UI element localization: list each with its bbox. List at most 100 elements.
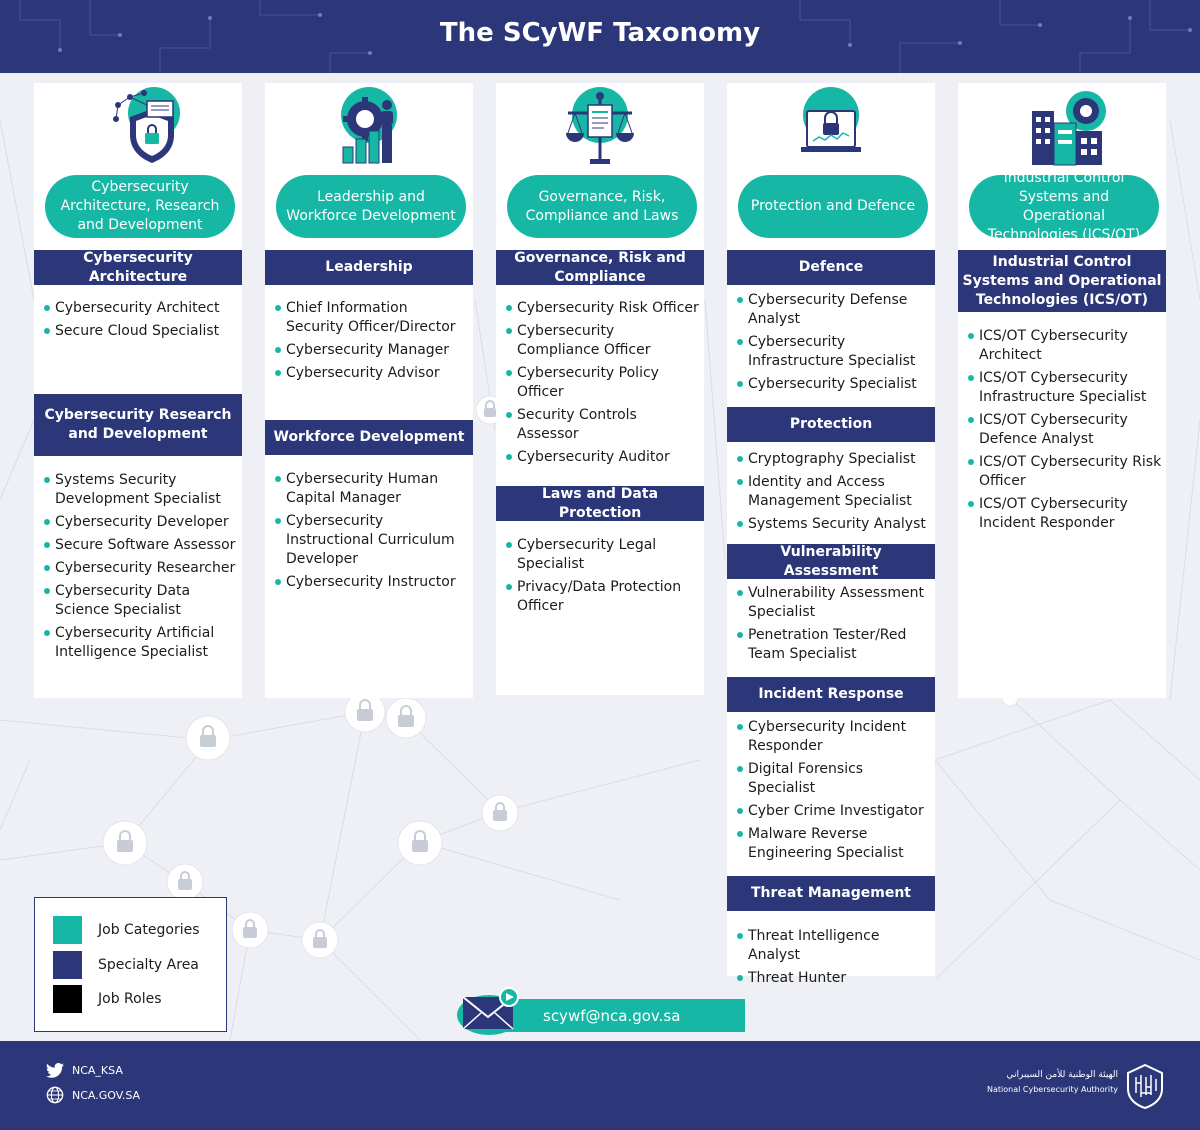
specialty-area-header: Defence — [727, 250, 935, 285]
job-role: Cybersecurity Artificial Intelligence Sp… — [34, 624, 242, 662]
job-role: Secure Cloud Specialist — [34, 322, 242, 341]
job-roles-list: Cryptography Specialist Identity and Acc… — [727, 450, 935, 538]
nca-logo-icon — [1127, 1063, 1163, 1109]
job-role: Identity and Access Management Specialis… — [727, 473, 935, 511]
job-role: Threat Intelligence Analyst — [727, 927, 935, 965]
monitor-lock-icon — [801, 87, 861, 152]
twitter-link[interactable]: NCA_KSA — [46, 1063, 123, 1078]
column-leadership-workforce: Leadership and Workforce Development Lea… — [265, 83, 473, 698]
email-link[interactable]: scywf@nca.gov.sa — [495, 999, 745, 1032]
specialty-area-header: Laws and Data Protection — [496, 486, 704, 521]
job-role: Cybersecurity Human Capital Manager — [265, 470, 473, 508]
job-role: ICS/OT Cybersecurity Risk Officer — [958, 453, 1166, 491]
job-roles-list: Cybersecurity Legal Specialist Privacy/D… — [496, 536, 704, 620]
specialty-area-header: Incident Response — [727, 677, 935, 712]
job-role: Security Controls Assessor — [496, 406, 704, 444]
job-role: Secure Software Assessor — [34, 536, 242, 555]
website-url: NCA.GOV.SA — [72, 1088, 141, 1102]
column-protection-defence: Protection and Defence Defence Cybersecu… — [727, 83, 935, 986]
job-role: Cybersecurity Researcher — [34, 559, 242, 578]
specialty-area-header: Industrial Control Systems and Operation… — [958, 250, 1166, 312]
specialty-area-header: Vulnerability Assessment — [727, 544, 935, 579]
mail-icon — [457, 987, 521, 1035]
job-roles-list: ICS/OT Cybersecurity Architect ICS/OT Cy… — [958, 327, 1166, 537]
job-category-pill: Cybersecurity Architecture, Research and… — [45, 175, 235, 238]
circuit-decoration — [19, 0, 1192, 73]
column-governance-risk: Governance, Risk, Compliance and Laws Go… — [496, 83, 704, 695]
job-role: ICS/OT Cybersecurity Defence Analyst — [958, 411, 1166, 449]
job-role: Malware Reverse Engineering Specialist — [727, 825, 935, 863]
specialty-area-header: Protection — [727, 407, 935, 442]
specialty-area-header: Cybersecurity Architecture — [34, 250, 242, 285]
scales-document-icon — [566, 87, 634, 164]
legend-swatch-navy — [53, 951, 82, 979]
globe-icon — [46, 1086, 64, 1104]
legend-item: Job Categories — [53, 916, 200, 944]
specialty-area-header: Cybersecurity Research and Development — [34, 394, 242, 456]
job-category-pill: Governance, Risk, Compliance and Laws — [507, 175, 697, 238]
job-role: Privacy/Data Protection Officer — [496, 578, 704, 616]
job-role: Cybersecurity Specialist — [727, 375, 935, 394]
legend-label: Specialty Area — [98, 957, 199, 973]
job-category-pill: Leadership and Workforce Development — [276, 175, 466, 238]
job-roles-list: Cybersecurity Risk Officer Cybersecurity… — [496, 299, 704, 471]
job-role: Cryptography Specialist — [727, 450, 935, 469]
job-role: Systems Security Development Specialist — [34, 471, 242, 509]
job-roles-list: Cybersecurity Human Capital Manager Cybe… — [265, 470, 473, 596]
shield-lock-icon — [113, 87, 180, 163]
job-role: Cybersecurity Manager — [265, 341, 473, 360]
leadership-gear-icon — [341, 87, 397, 164]
job-roles-list: Systems Security Development Specialist … — [34, 471, 242, 666]
header-banner: The SCyWF Taxonomy — [0, 0, 1200, 73]
job-role: Digital Forensics Specialist — [727, 760, 935, 798]
legend-item: Job Roles — [53, 985, 162, 1013]
specialty-area-header: Governance, Risk and Compliance — [496, 250, 704, 285]
job-roles-list: Cybersecurity Architect Secure Cloud Spe… — [34, 299, 242, 345]
job-role: Cybersecurity Policy Officer — [496, 364, 704, 402]
job-role: ICS/OT Cybersecurity Incident Responder — [958, 495, 1166, 533]
job-role: Cybersecurity Risk Officer — [496, 299, 704, 318]
job-role: Cybersecurity Developer — [34, 513, 242, 532]
page-title: The SCyWF Taxonomy — [439, 18, 761, 48]
job-role: Cybersecurity Defense Analyst — [727, 291, 935, 329]
job-role: Cyber Crime Investigator — [727, 802, 935, 821]
legend-label: Job Categories — [98, 922, 200, 938]
specialty-area-header: Leadership — [265, 250, 473, 285]
job-roles-list: Cybersecurity Incident Responder Digital… — [727, 718, 935, 867]
job-role: Cybersecurity Legal Specialist — [496, 536, 704, 574]
twitter-handle: NCA_KSA — [72, 1064, 123, 1077]
specialty-area-header: Threat Management — [727, 876, 935, 911]
job-role: Vulnerability Assessment Specialist — [727, 584, 935, 622]
job-role: Cybersecurity Architect — [34, 299, 242, 318]
legend-swatch-teal — [53, 916, 82, 944]
job-role: ICS/OT Cybersecurity Infrastructure Spec… — [958, 369, 1166, 407]
legend-item: Specialty Area — [53, 951, 199, 979]
job-role: Cybersecurity Infrastructure Specialist — [727, 333, 935, 371]
job-roles-list: Threat Intelligence Analyst Threat Hunte… — [727, 927, 935, 992]
job-role: Cybersecurity Instructor — [265, 573, 473, 592]
job-role: ICS/OT Cybersecurity Architect — [958, 327, 1166, 365]
job-roles-list: Chief Information Security Officer/Direc… — [265, 299, 473, 387]
job-role: Chief Information Security Officer/Direc… — [265, 299, 473, 337]
twitter-icon — [46, 1063, 64, 1078]
job-role: Cybersecurity Instructional Curriculum D… — [265, 512, 473, 569]
job-role: Cybersecurity Advisor — [265, 364, 473, 383]
specialty-area-header: Workforce Development — [265, 420, 473, 455]
job-role: Penetration Tester/Red Team Specialist — [727, 626, 935, 664]
job-category-pill: Protection and Defence — [738, 175, 928, 238]
column-architecture-research: Cybersecurity Architecture, Research and… — [34, 83, 242, 698]
job-role: Cybersecurity Incident Responder — [727, 718, 935, 756]
legend-swatch-black — [53, 985, 82, 1013]
job-role: Systems Security Analyst — [727, 515, 935, 534]
job-role: Threat Hunter — [727, 969, 935, 988]
job-role: Cybersecurity Data Science Specialist — [34, 582, 242, 620]
website-link[interactable]: NCA.GOV.SA — [46, 1086, 140, 1104]
job-category-pill: Industrial Control Systems and Operation… — [969, 170, 1159, 243]
job-role: Cybersecurity Auditor — [496, 448, 704, 467]
org-name-arabic: الهيئة الوطنية للأمن السيبراني — [1006, 1070, 1118, 1080]
job-role: Cybersecurity Compliance Officer — [496, 322, 704, 360]
legend: Job Categories Specialty Area Job Roles — [34, 897, 227, 1032]
job-roles-list: Cybersecurity Defense Analyst Cybersecur… — [727, 291, 935, 398]
org-name-english: National Cybersecurity Authority — [987, 1085, 1118, 1094]
